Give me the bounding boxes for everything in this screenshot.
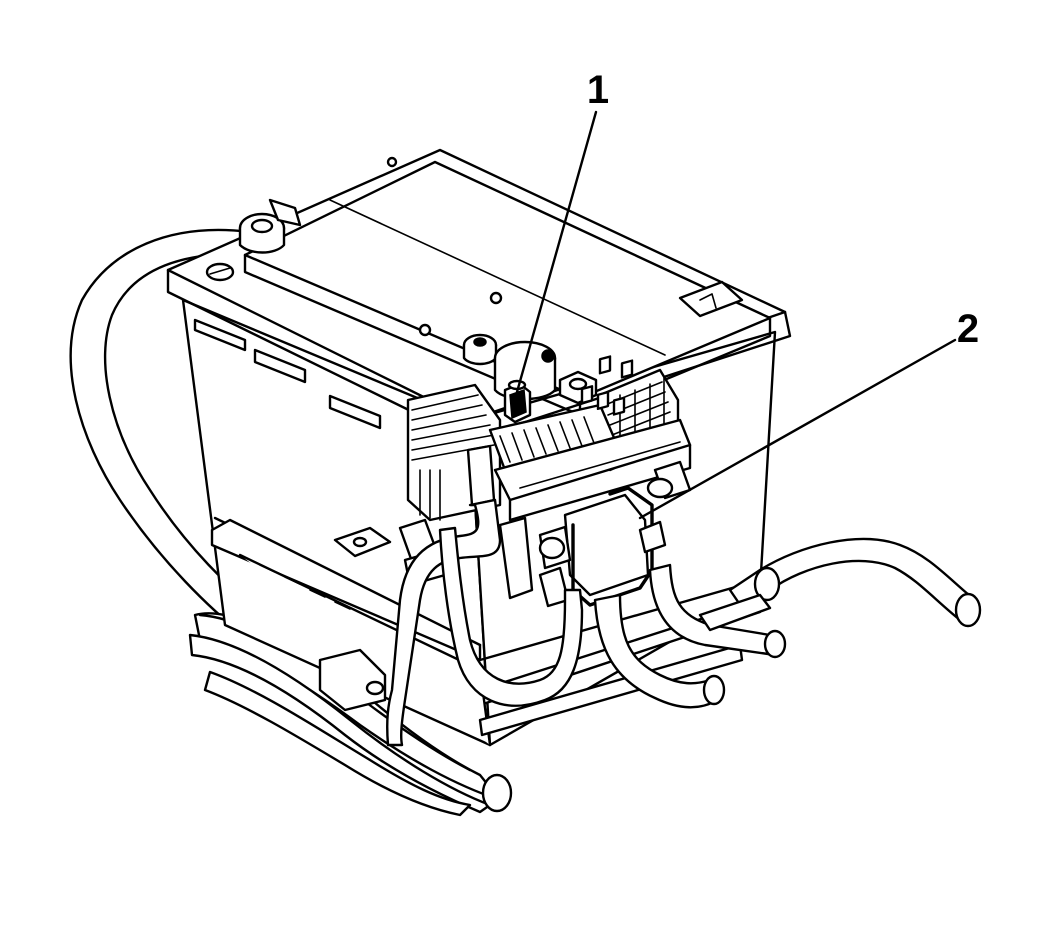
callout-1: 1 (515, 68, 609, 394)
cable-front-center (593, 563, 787, 709)
callout-2-label: 2 (957, 307, 979, 351)
battery-terminal-posts (238, 198, 598, 405)
cable-front-left (386, 498, 584, 747)
callout-2: 2 (638, 307, 979, 520)
callout-1-label: 1 (587, 68, 609, 112)
ground-bracket (318, 648, 387, 712)
cable-right-harness (698, 537, 982, 632)
electrical-connector (563, 355, 692, 607)
cable-clips (333, 444, 572, 608)
